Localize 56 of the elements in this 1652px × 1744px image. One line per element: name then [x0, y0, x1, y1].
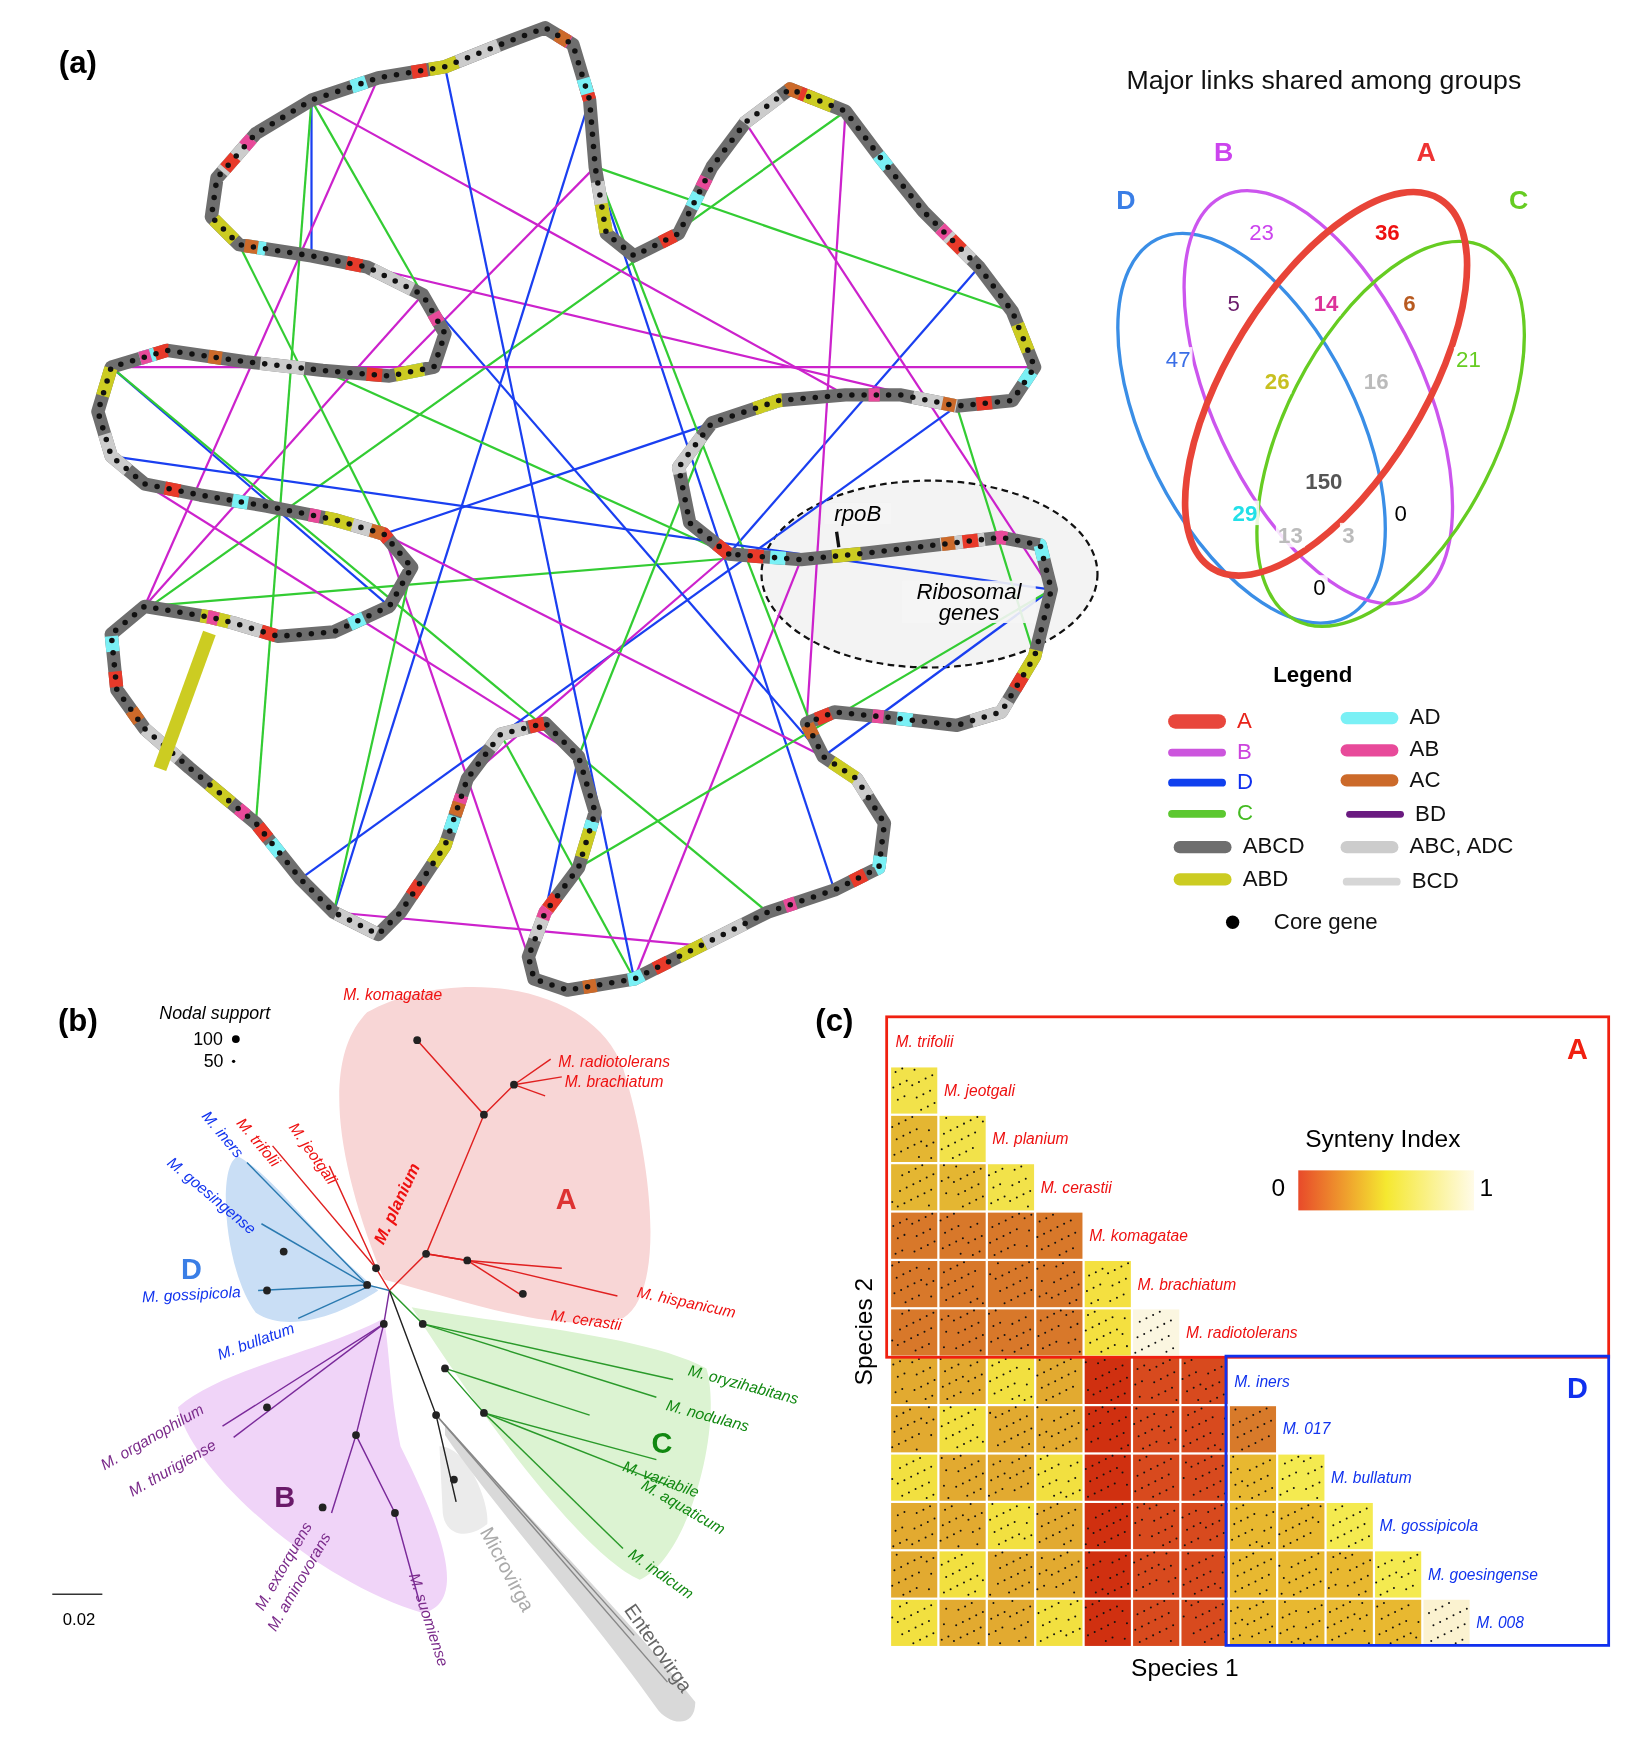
clade-label: D — [180, 1253, 202, 1286]
species-label: M. cerastii — [549, 1307, 623, 1334]
species-label: M. brachiatum — [1137, 1275, 1237, 1293]
legend-label: BD — [1415, 801, 1446, 826]
species-label: M. brachiatum — [564, 1073, 664, 1091]
species-label: M. 008 — [1476, 1614, 1524, 1632]
key-value: 50 — [203, 1051, 224, 1072]
legend-label: AD — [1409, 704, 1441, 729]
key-value: 100 — [193, 1029, 223, 1049]
clade-label: A — [555, 1183, 577, 1216]
clade-label: B — [274, 1481, 296, 1514]
species-label: M. radiotolerans — [1185, 1324, 1298, 1342]
species-label: M. jeotgali — [943, 1082, 1015, 1100]
panel-label: (b) — [58, 1004, 98, 1039]
species-label: M. gossipicola — [1379, 1517, 1479, 1535]
species-label: M. planium — [992, 1130, 1069, 1148]
species-label: M. bullatum — [1331, 1469, 1412, 1487]
group-label: D — [1567, 1372, 1588, 1405]
set-label: A — [1416, 137, 1436, 168]
species-label: M. komagatae — [343, 987, 443, 1005]
scale-bar-label: 0.02 — [62, 1610, 96, 1629]
legend-label: A — [1237, 707, 1252, 732]
species-label: M. iners — [1234, 1372, 1290, 1390]
species-label: M. goesingense — [1427, 1566, 1538, 1584]
group-label: A — [1567, 1033, 1588, 1065]
legend-label: ABC, ADC — [1409, 833, 1514, 858]
scale-value: 0 — [1271, 1174, 1286, 1202]
legend-label: ABCD — [1242, 833, 1305, 858]
legend-label: Core gene — [1273, 908, 1378, 934]
clade-label: C — [651, 1427, 673, 1459]
count-label: 29 — [1230, 500, 1260, 526]
species-label: M. radiotolerans — [558, 1053, 670, 1071]
legend-label: ABD — [1242, 865, 1289, 890]
panel-label: (a) — [58, 46, 97, 81]
axis-title: Species 1 — [1131, 1655, 1239, 1683]
scale-title: Synteny Index — [1305, 1125, 1461, 1153]
scale-value: 1 — [1479, 1174, 1494, 1202]
key-title: Nodal support — [159, 1003, 271, 1024]
species-label: M. komagatae — [1089, 1227, 1188, 1245]
legend-label: B — [1237, 738, 1252, 764]
legend-label: C — [1237, 799, 1254, 825]
legend-title: Legend — [1273, 661, 1353, 687]
set-label: D — [1116, 185, 1136, 215]
legend-label: AC — [1409, 766, 1441, 791]
species-label: M. trifolii — [895, 1033, 954, 1051]
species-label: M. 017 — [1282, 1421, 1331, 1439]
set-label: C — [1508, 185, 1529, 215]
legend-label: BCD — [1411, 867, 1459, 893]
legend-label: D — [1237, 768, 1254, 794]
species-label: M. gossipicola — [141, 1283, 242, 1307]
panel-label: (c) — [815, 1004, 854, 1039]
species-label: M. cerastii — [1040, 1179, 1112, 1197]
chart-title: Major links shared among groups — [1126, 65, 1522, 95]
legend-label: AB — [1409, 736, 1440, 761]
set-label: B — [1214, 137, 1234, 168]
axis-title: Species 2 — [850, 1277, 878, 1386]
